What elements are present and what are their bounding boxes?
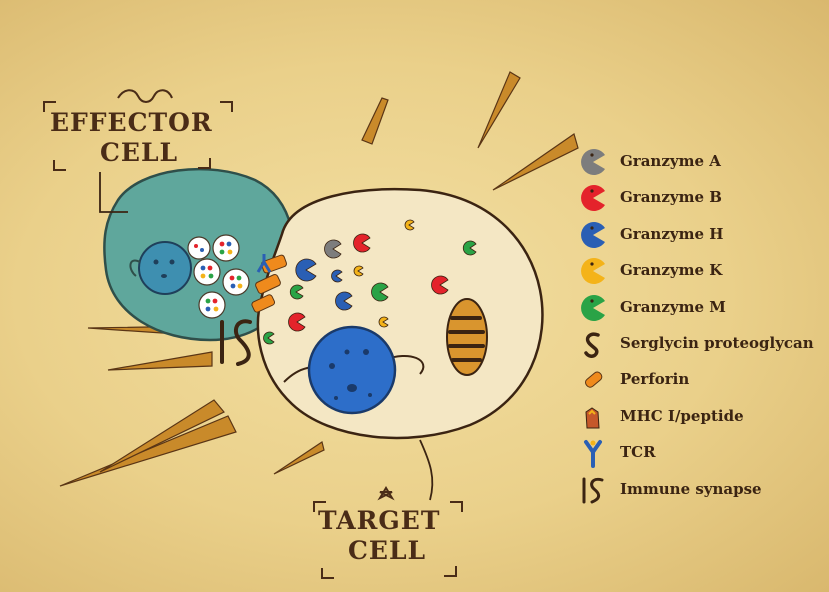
legend-item: Granzyme H xyxy=(578,218,828,254)
target-connector xyxy=(420,440,432,500)
pacman-icon xyxy=(578,147,608,177)
target-ornament xyxy=(380,488,392,498)
target-bracket xyxy=(322,568,334,578)
mhc-icon xyxy=(578,402,608,432)
legend-item: Immune synapse xyxy=(578,473,828,509)
legend-label: TCR xyxy=(620,443,656,461)
ray xyxy=(362,98,388,144)
legend-item: Granzyme K xyxy=(578,254,828,290)
granule xyxy=(188,237,210,259)
ray xyxy=(274,442,324,474)
legend-label: Serglycin proteoglycan xyxy=(620,334,814,352)
pacman-icon xyxy=(578,256,608,286)
effector-ornament xyxy=(118,90,172,102)
ray xyxy=(108,352,212,370)
legend-label: Perforin xyxy=(620,370,689,388)
granule xyxy=(194,259,220,285)
synapse-icon xyxy=(578,475,608,505)
legend-label: Granzyme A xyxy=(620,152,721,170)
legend-item: TCR xyxy=(578,436,828,472)
perforin-icon xyxy=(578,365,608,395)
ray xyxy=(60,416,236,486)
effector-cell-title: EFFECTOR CELL xyxy=(50,108,240,168)
pacman-icon xyxy=(578,220,608,250)
mitochondrion xyxy=(447,299,487,375)
legend-item: MHC I/peptide xyxy=(578,400,828,436)
effector-title-line2: CELL xyxy=(50,138,240,168)
legend-item: Granzyme M xyxy=(578,291,828,327)
pacman-icon xyxy=(578,183,608,213)
legend-label: MHC I/peptide xyxy=(620,407,744,425)
effector-nucleus xyxy=(139,242,191,294)
legend-item: Serglycin proteoglycan xyxy=(578,327,828,363)
legend-item: Granzyme B xyxy=(578,181,828,217)
legend-label: Granzyme B xyxy=(620,188,722,206)
target-bracket xyxy=(444,566,456,576)
granule xyxy=(199,292,225,318)
granule xyxy=(223,269,249,295)
target-title-line1: TARGET xyxy=(318,506,440,535)
legend-label: Granzyme H xyxy=(620,225,723,243)
legend: Granzyme A Granzyme B Granzyme H Granzym… xyxy=(578,145,828,509)
legend-item: Perforin xyxy=(578,363,828,399)
legend-label: Granzyme K xyxy=(620,261,722,279)
ray xyxy=(478,72,520,148)
granule xyxy=(213,235,239,261)
pacman-icon xyxy=(578,293,608,323)
legend-item: Granzyme A xyxy=(578,145,828,181)
target-title-line2: CELL xyxy=(318,536,478,566)
legend-label: Immune synapse xyxy=(620,480,762,498)
tcr-icon xyxy=(578,438,608,468)
effector-title-line1: EFFECTOR xyxy=(50,108,213,137)
ray xyxy=(493,134,578,190)
target-cell-title: TARGET CELL xyxy=(318,506,478,566)
legend-label: Granzyme M xyxy=(620,298,726,316)
s-shape-icon xyxy=(578,329,608,359)
